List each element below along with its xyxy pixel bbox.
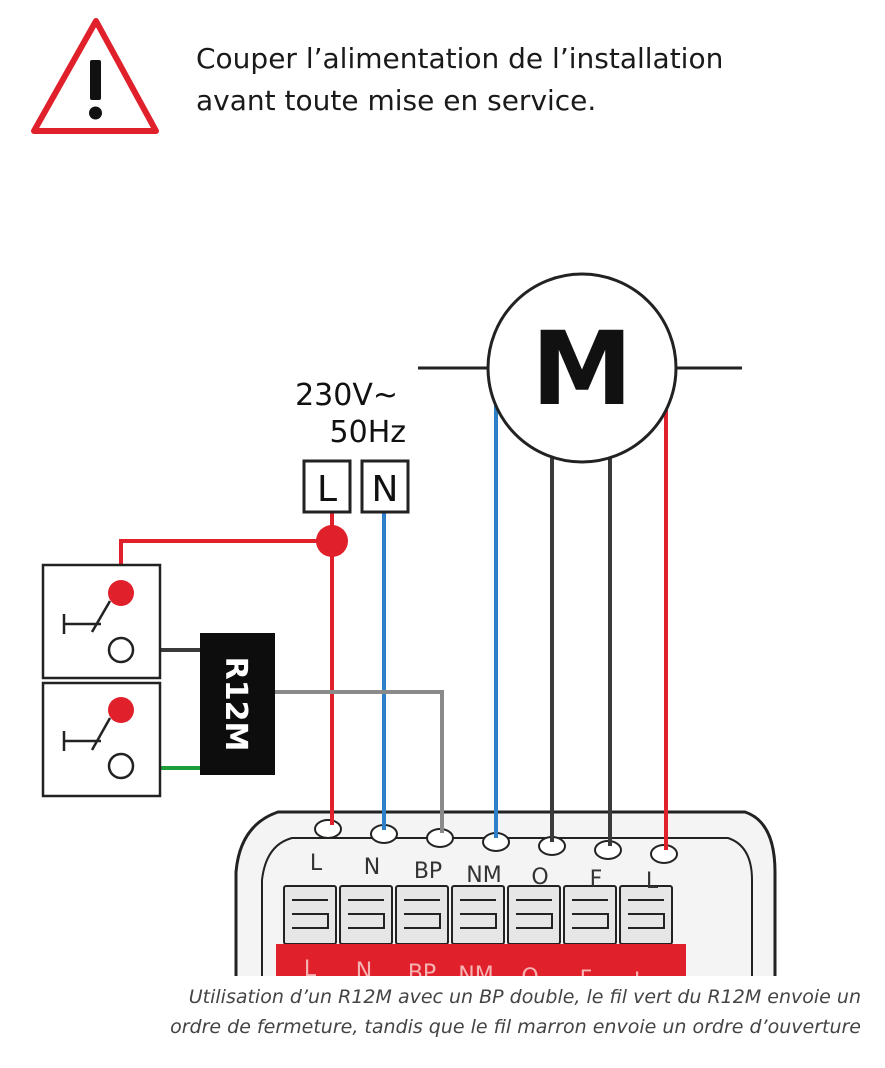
band-label-l: L: [304, 957, 317, 982]
diagram-caption: Utilisation d’un R12M avec un BP double,…: [1, 982, 861, 1042]
r12m-module: R12M: [200, 633, 275, 775]
warning-line-2: avant toute mise en service.: [196, 84, 597, 117]
r12m-label: R12M: [218, 657, 253, 752]
supply-terminal-l: [302, 459, 352, 514]
caption-line-1: Utilisation d’un R12M avec un BP double,…: [188, 986, 861, 1008]
motor-label: M: [531, 310, 633, 429]
pushbutton-top: [41, 563, 162, 680]
terminal-label-n: N: [364, 855, 380, 880]
terminal-label-o: O: [531, 865, 548, 890]
terminal-label-nm: NM: [466, 863, 501, 888]
wire-pushbutton-input: [275, 690, 444, 833]
supply-terminal-l-label: L: [317, 469, 337, 510]
warning-message: Couper l’alimentation de l’installation …: [196, 38, 856, 122]
supply-terminal-n: [360, 459, 410, 514]
terminal-label-l2: L: [646, 869, 659, 894]
motor-symbol: M: [418, 272, 742, 464]
module-terminal-labels: L N BP NM O F L: [310, 851, 659, 894]
wire-live-to-pushbutton: [119, 539, 332, 565]
supply-voltage-label: 230V~: [295, 378, 398, 413]
warning-triangle-icon: [31, 18, 159, 134]
module-screw-row: [314, 819, 678, 864]
terminal-label-l: L: [310, 851, 323, 876]
junction-dot: [316, 525, 348, 557]
supply-terminal-n-label: N: [372, 469, 399, 510]
caption-line-2: ordre de fermeture, tandis que le fil ma…: [170, 1016, 861, 1038]
terminal-label-f: F: [590, 867, 603, 892]
wires: [119, 380, 668, 850]
warning-line-1: Couper l’alimentation de l’installation: [196, 42, 724, 75]
supply-frequency-label: 50Hz: [330, 415, 406, 450]
pushbutton-bottom: [41, 681, 162, 798]
terminal-label-bp: BP: [414, 859, 442, 884]
